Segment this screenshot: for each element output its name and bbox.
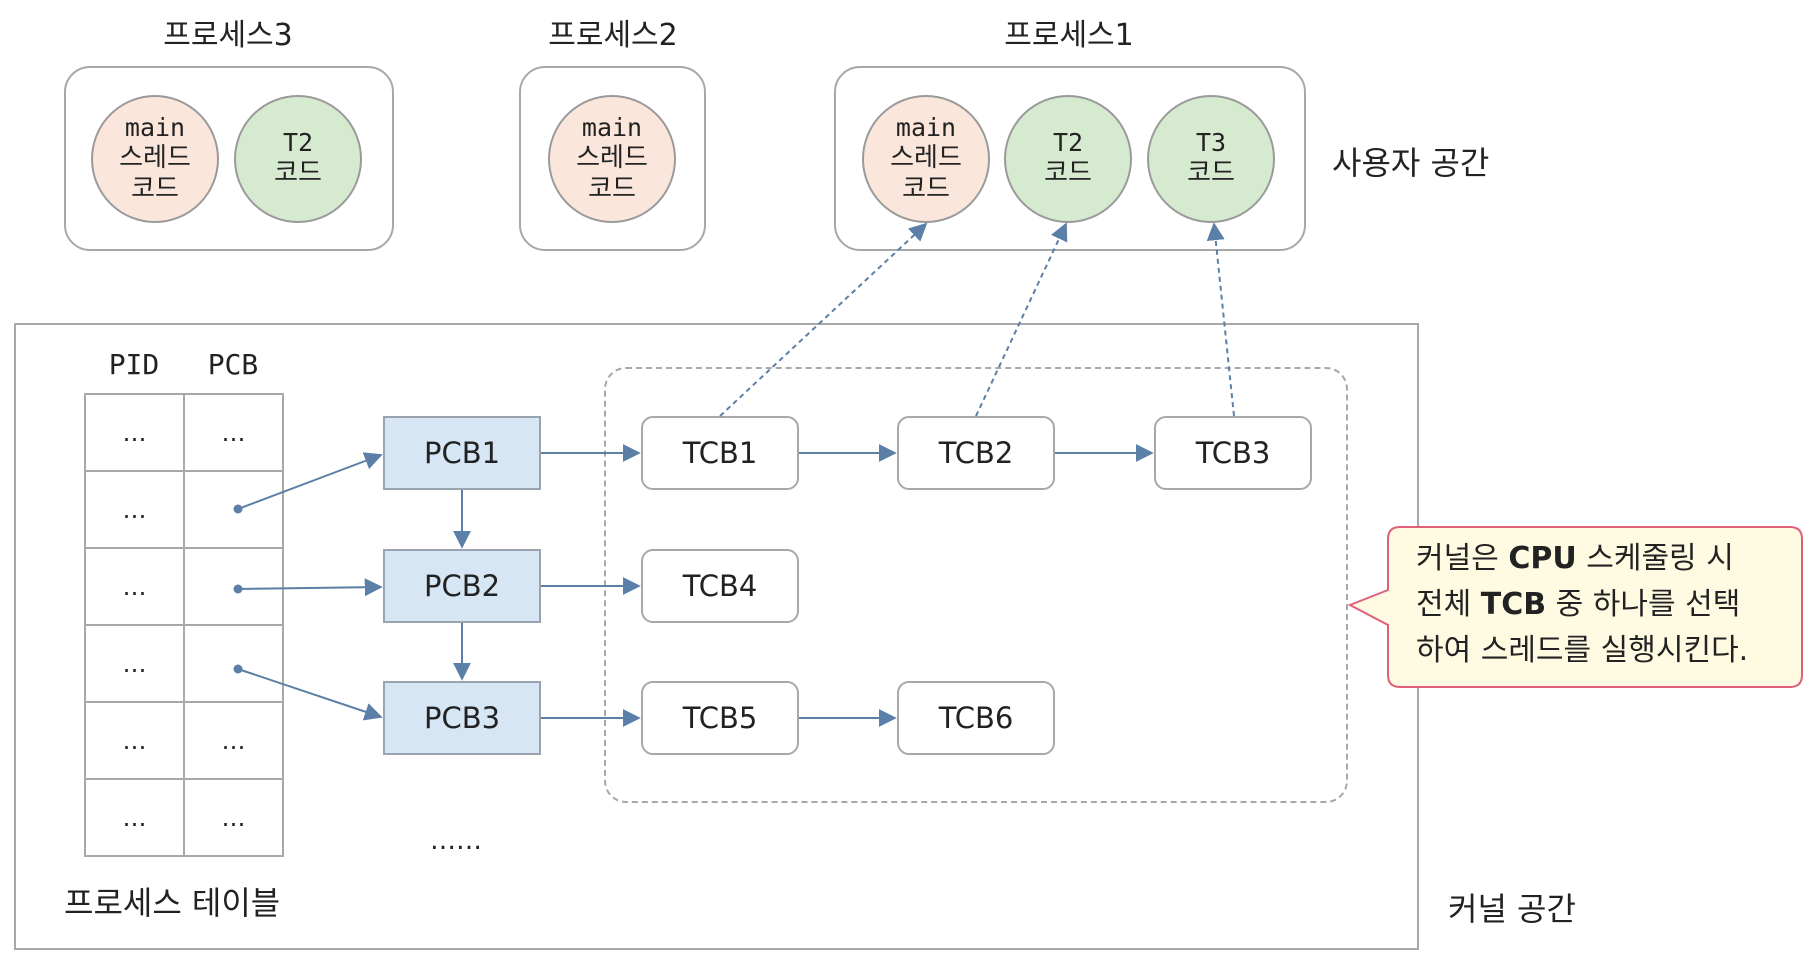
thread-id-label: T2 [282, 128, 314, 158]
table-cell: … [183, 778, 284, 857]
process1-t2-thread: T2 코드 [1004, 95, 1132, 223]
kernel-space-label: 커널 공간 [1448, 890, 1576, 928]
table-row: … [84, 470, 284, 549]
main-label: main [895, 112, 957, 142]
callout-fragment: 전체 [1416, 587, 1481, 622]
table-cell: … [84, 547, 185, 626]
code-label: 코드 [131, 174, 179, 204]
tcb6-node: TCB6 [897, 681, 1055, 755]
process2-title: 프로세스2 [548, 18, 678, 53]
callout-line: 커널은 CPU 스케줄링 시 [1416, 536, 1748, 582]
callout-fragment: 스케줄링 시 [1576, 541, 1734, 576]
callout-line: 전체 TCB 중 하나를 선택 [1416, 582, 1748, 628]
table-cell: … [183, 393, 284, 472]
code-label: 코드 [902, 174, 950, 204]
pcb2-node: PCB2 [383, 549, 541, 623]
table-cell [183, 624, 284, 703]
thread-id-label: T3 [1195, 128, 1227, 158]
thread-id-label: T2 [1052, 128, 1084, 158]
table-row: … [84, 624, 284, 703]
pcb3-node: PCB3 [383, 681, 541, 755]
callout-fragment: 중 하나를 선택 [1546, 587, 1741, 622]
table-cell: … [183, 701, 284, 780]
table-row: …… [84, 393, 284, 472]
process1-t3-thread: T3 코드 [1147, 95, 1275, 223]
pcb1-node: PCB1 [383, 416, 541, 490]
table-cell: … [84, 701, 185, 780]
table-cell: … [84, 393, 185, 472]
process-table-caption: 프로세스 테이블 [64, 884, 281, 922]
table-cell: … [84, 470, 185, 549]
callout-fragment: 커널은 [1416, 541, 1509, 576]
thread-label: 스레드 [576, 142, 648, 173]
table-row: …… [84, 701, 284, 780]
code-label: 코드 [274, 158, 322, 189]
table-cell: … [84, 624, 185, 703]
process1-title: 프로세스1 [1004, 18, 1134, 53]
more-pcbs-ellipsis: …… [430, 826, 482, 856]
code-label: 코드 [1187, 158, 1235, 189]
tcb4-node: TCB4 [641, 549, 799, 623]
table-cell [183, 547, 284, 626]
tcb1-node: TCB1 [641, 416, 799, 490]
callout-line: 하여 스레드를 실행시킨다. [1416, 628, 1748, 674]
code-label: 코드 [1044, 158, 1092, 189]
tcb5-node: TCB5 [641, 681, 799, 755]
main-label: main [581, 112, 643, 142]
table-cell: … [84, 778, 185, 857]
tcb3-node: TCB3 [1154, 416, 1312, 490]
tcb2-node: TCB2 [897, 416, 1055, 490]
user-space-label: 사용자 공간 [1332, 144, 1490, 182]
table-cell [183, 470, 284, 549]
process2-main-thread: main 스레드 코드 [548, 95, 676, 223]
main-label: main [124, 112, 186, 142]
callout-text: 커널은 CPU 스케줄링 시 전체 TCB 중 하나를 선택 하여 스레드를 실… [1416, 536, 1748, 674]
process3-title: 프로세스3 [163, 18, 293, 53]
table-row: …… [84, 778, 284, 857]
process1-main-thread: main 스레드 코드 [862, 95, 990, 223]
callout-keyword: TCB [1480, 587, 1547, 622]
callout-keyword: CPU [1508, 541, 1577, 576]
code-label: 코드 [588, 174, 636, 204]
thread-label: 스레드 [890, 142, 962, 173]
process-table: …… … … … …… …… [84, 393, 284, 857]
thread-label: 스레드 [119, 142, 191, 173]
table-row: … [84, 547, 284, 626]
process3-main-thread: main 스레드 코드 [91, 95, 219, 223]
process3-t2-thread: T2 코드 [234, 95, 362, 223]
pcb-column-header: PCB [207, 348, 259, 381]
pid-column-header: PID [108, 348, 160, 381]
callout-fragment: 하여 스레드를 실행시킨다. [1416, 633, 1749, 668]
